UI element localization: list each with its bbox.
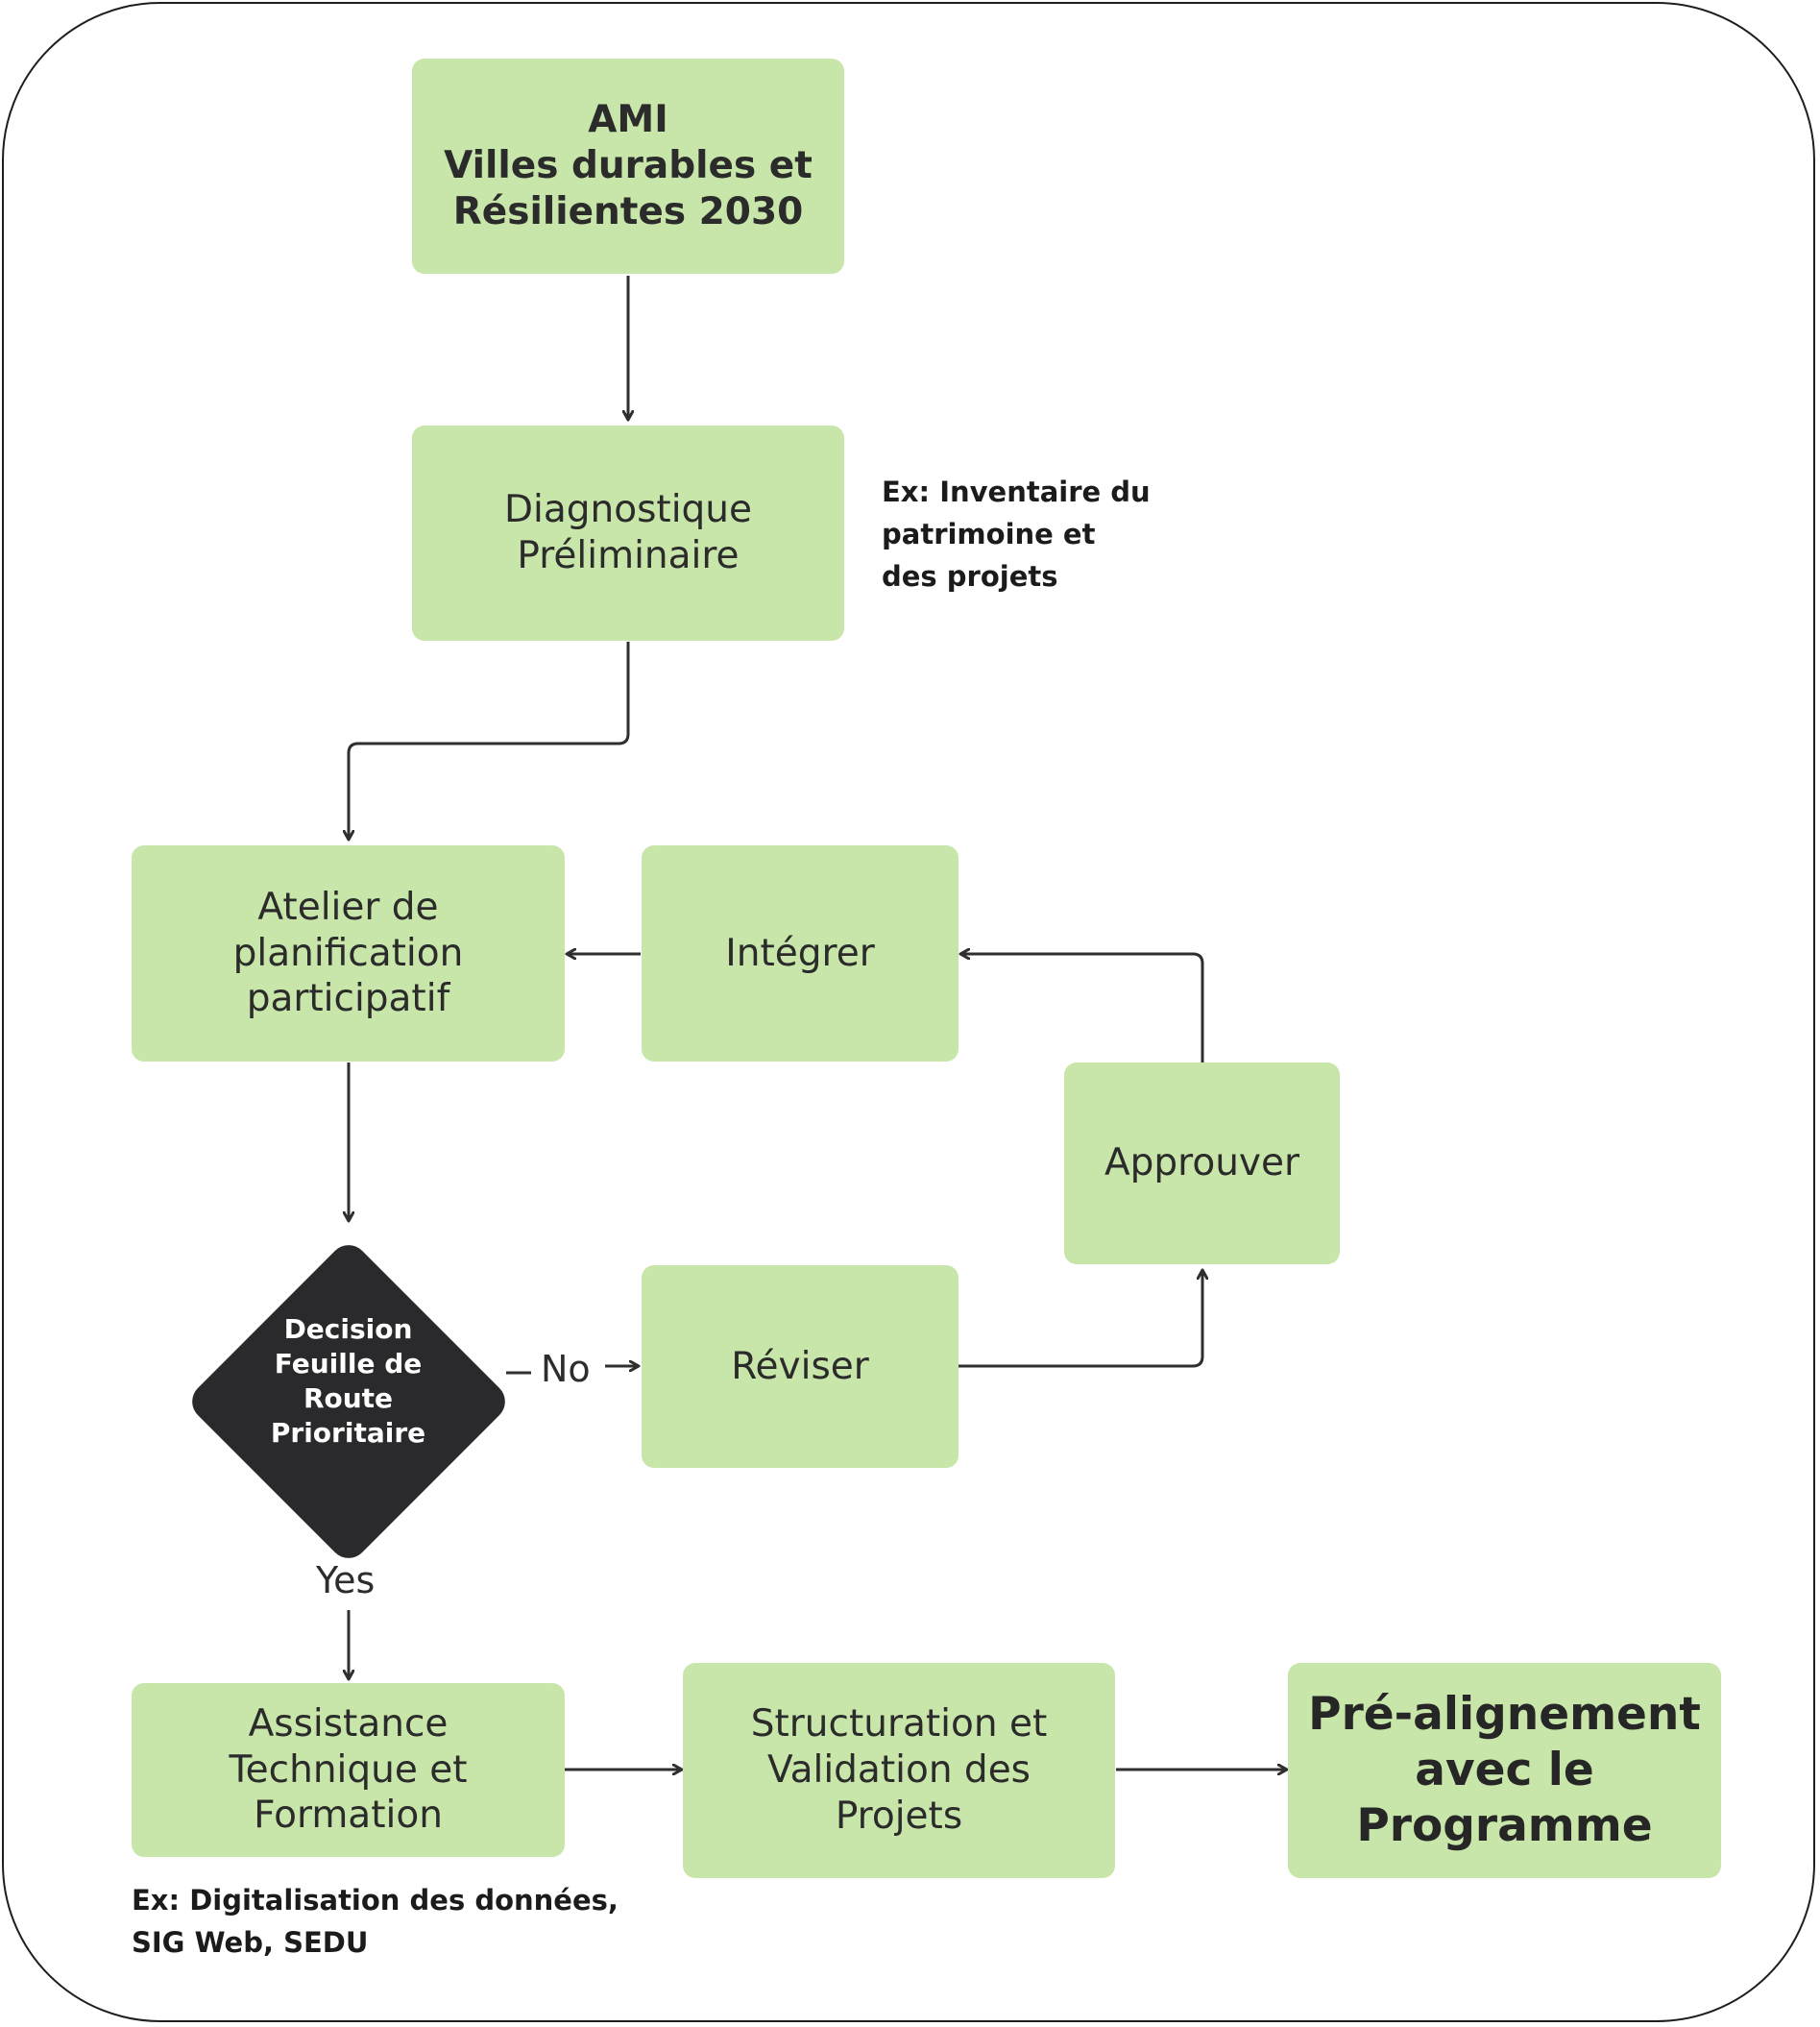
node-integrer-label: Intégrer — [725, 931, 875, 975]
node-integrer: Intégrer — [642, 845, 959, 1062]
node-atelier-label: Atelier de planification participatif — [232, 885, 464, 1021]
node-prealignement-label: Pré-alignement avec le Programme — [1308, 1688, 1701, 1852]
node-approuver-label: Approuver — [1104, 1141, 1300, 1185]
node-ami: AMI Villes durables et Résilientes 2030 — [412, 59, 844, 274]
node-diagnostique: Diagnostique Préliminaire — [412, 426, 844, 641]
node-atelier: Atelier de planification participatif — [132, 845, 565, 1062]
edge-reviser-to-approuver — [959, 1270, 1202, 1368]
node-assistance-label: Assistance Technique et Formation — [229, 1701, 468, 1838]
node-diagnostique-label: Diagnostique Préliminaire — [503, 488, 752, 577]
node-decision-label: Decision Feuille de Route Prioritaire — [270, 1313, 426, 1449]
note-assistance-example: Ex: Digitalisation des données, SIG Web,… — [132, 1884, 619, 1959]
node-approuver: Approuver — [1064, 1062, 1340, 1264]
note-diagnostique-example: Ex: Inventaire du patrimoine et des proj… — [882, 476, 1151, 593]
edge-label-yes: Yes — [316, 1559, 376, 1601]
decision-diamond — [192, 1245, 505, 1558]
node-assistance: Assistance Technique et Formation — [132, 1683, 565, 1857]
edge-approuver-to-integrer — [960, 954, 1204, 1062]
node-ami-label: AMI Villes durables et Résilientes 2030 — [444, 98, 813, 233]
node-reviser: Réviser — [642, 1265, 959, 1468]
node-decision: Decision Feuille de Route Prioritaire — [231, 1285, 466, 1478]
node-structuration-label: Structuration et Validation des Projets — [750, 1702, 1048, 1838]
node-prealignement: Pré-alignement avec le Programme — [1288, 1663, 1721, 1878]
edge-diagnostique-to-atelier — [349, 642, 630, 840]
edge-label-no: No — [541, 1348, 591, 1390]
node-reviser-label: Réviser — [731, 1344, 869, 1388]
node-structuration: Structuration et Validation des Projets — [683, 1663, 1115, 1878]
